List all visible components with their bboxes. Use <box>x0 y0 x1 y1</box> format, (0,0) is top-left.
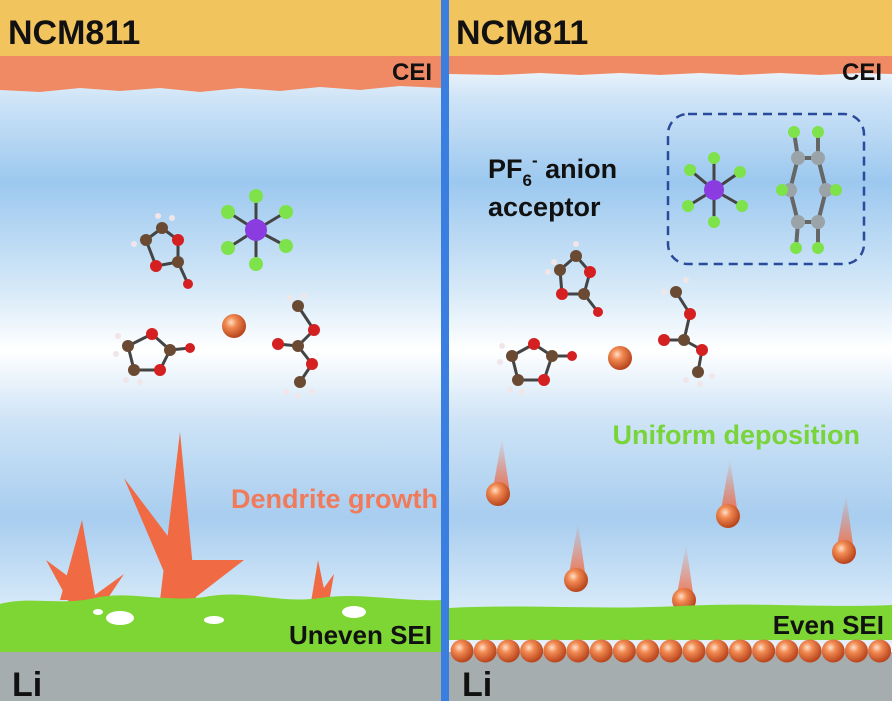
right-cathode-layer <box>449 0 892 56</box>
left-cathode-label: NCM811 <box>8 14 140 52</box>
right-li-label: Li <box>462 666 492 701</box>
carbonate-molecule <box>545 241 603 317</box>
deposited-li-sphere <box>659 639 683 663</box>
deposited-li-sphere <box>612 639 636 663</box>
deposited-li-sphere <box>543 639 567 663</box>
right-sei-label: Even SEI <box>773 610 884 640</box>
sei-void <box>93 609 103 615</box>
li-ion <box>486 482 510 506</box>
left-sei-label: Uneven SEI <box>289 620 432 650</box>
carbonate-molecule <box>497 338 577 395</box>
deposited-li-sphere <box>705 639 729 663</box>
right-cei-label: CEI <box>842 59 882 86</box>
acceptor-label-line2: acceptor <box>488 192 601 222</box>
deposited-li-sphere <box>844 639 868 663</box>
deposited-li-sphere <box>450 639 474 663</box>
deposited-li-sphere <box>798 639 822 663</box>
fluorobenzene-molecule <box>776 126 842 254</box>
sei-void <box>342 606 366 618</box>
left-electrolyte <box>0 50 442 650</box>
deposited-li-sphere <box>821 639 845 663</box>
deposited-li-sphere <box>496 639 520 663</box>
carbonate-molecule <box>131 213 193 289</box>
sei-void <box>106 611 134 625</box>
right-cathode-label: NCM811 <box>456 14 588 52</box>
deposited-li-sphere <box>868 639 892 663</box>
li-ion <box>564 568 588 592</box>
deposited-li-sphere <box>775 639 799 663</box>
acceptor-inset-box <box>666 112 866 266</box>
right-cei-layer <box>449 56 892 75</box>
deposited-li-sphere <box>473 639 497 663</box>
left-cei-label: CEI <box>392 59 432 86</box>
acceptor-label-line1: PF6- anion <box>488 151 617 190</box>
carbonate-molecule <box>113 328 195 385</box>
right-panel: NCM811 CEI PF6- anion acceptor <box>449 0 892 701</box>
deposited-li-sphere <box>520 639 544 663</box>
left-cathode-layer <box>0 0 442 56</box>
left-li-label: Li <box>12 666 42 701</box>
deposited-li-sphere <box>566 639 590 663</box>
deposited-li-sphere <box>636 639 660 663</box>
deposited-li-sphere <box>589 639 613 663</box>
li-ion <box>608 346 632 370</box>
right-electrolyte <box>449 50 892 650</box>
deposited-li-sphere <box>728 639 752 663</box>
left-panel: NCM811 CEI Li Uneven SEI Dendrite growth <box>0 0 442 701</box>
panel-divider <box>441 0 449 701</box>
sei-void <box>204 616 224 624</box>
linear-carbonate-molecule <box>272 293 320 399</box>
left-li-layer <box>0 652 442 701</box>
growth-label: Dendrite growth <box>231 484 438 514</box>
li-ion <box>716 504 740 528</box>
li-ion <box>832 540 856 564</box>
deposited-li-layer <box>450 639 892 663</box>
li-ion <box>222 314 246 338</box>
deposited-li-sphere <box>682 639 706 663</box>
deposition-label: Uniform deposition <box>613 420 860 450</box>
left-cei-layer <box>0 56 442 92</box>
right-sei-layer <box>449 604 892 640</box>
dendrites <box>46 432 334 608</box>
left-sei-layer <box>0 594 442 652</box>
pf6-anion <box>221 189 293 271</box>
linear-carbonate-molecule <box>658 277 715 387</box>
deposited-li-sphere <box>752 639 776 663</box>
pf6-anion <box>682 152 748 228</box>
